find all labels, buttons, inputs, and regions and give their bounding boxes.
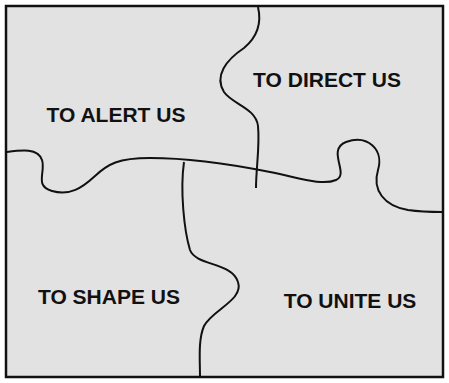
puzzle-frame bbox=[6, 6, 443, 377]
piece-label: TO SHAPE US bbox=[38, 285, 180, 308]
piece-label: TO UNITE US bbox=[284, 289, 417, 312]
piece-label: TO DIRECT US bbox=[253, 68, 401, 91]
puzzle-cut-bottom bbox=[182, 162, 238, 376]
puzzle-cut-horizontal bbox=[7, 140, 442, 212]
puzzle-piece: TO SHAPE US bbox=[34, 283, 184, 310]
puzzle-piece: TO DIRECT US bbox=[249, 66, 405, 93]
piece-label: TO ALERT US bbox=[47, 103, 186, 126]
puzzle-piece: TO ALERT US bbox=[43, 101, 190, 128]
puzzle-piece: TO UNITE US bbox=[280, 287, 421, 314]
puzzle-cut-top bbox=[220, 7, 259, 188]
